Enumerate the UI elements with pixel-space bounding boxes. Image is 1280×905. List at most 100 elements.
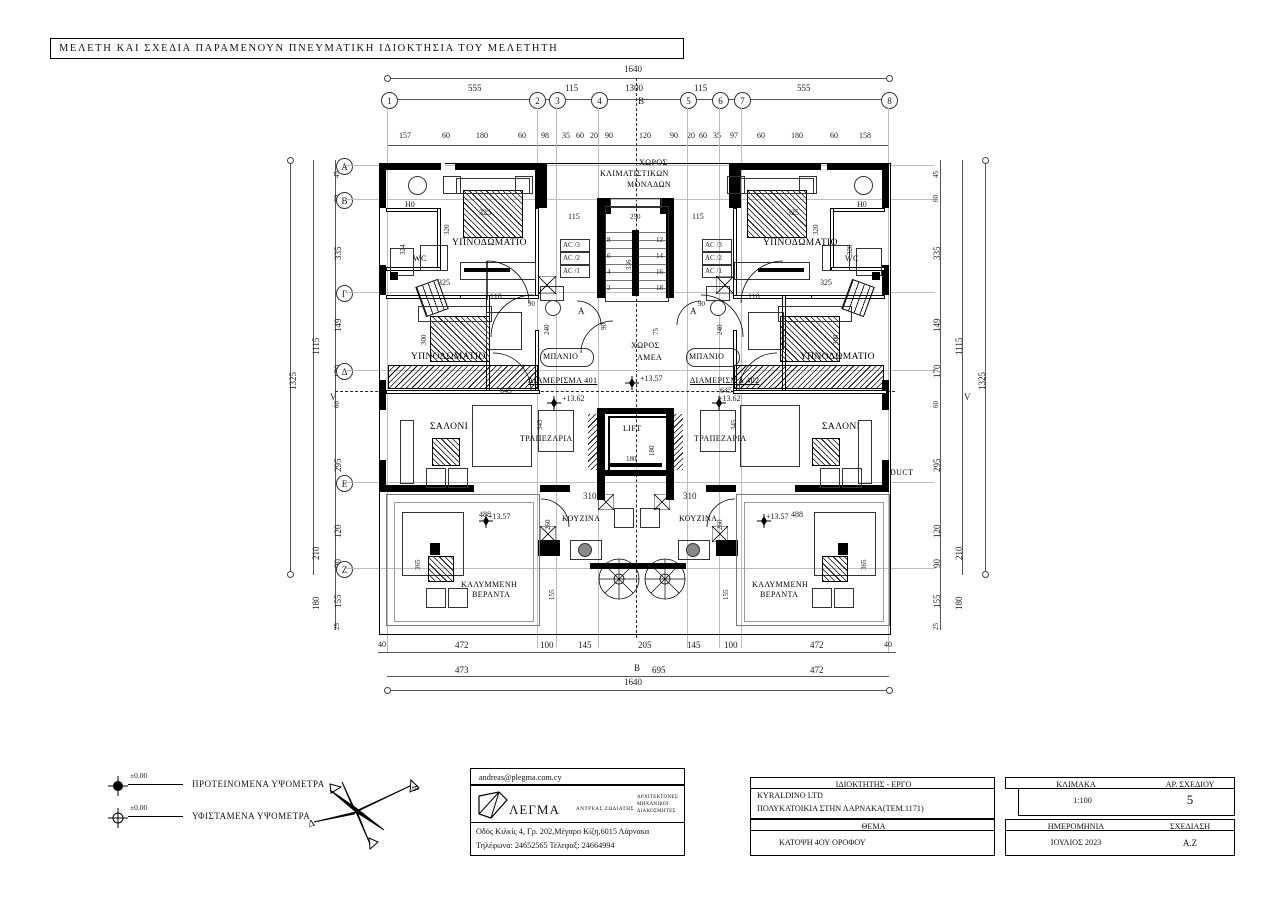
elevation-text-1: +13.62 <box>562 394 585 403</box>
dim-r-60: 60 <box>932 195 940 202</box>
sink-kitchen-left <box>614 508 634 528</box>
sink-kitchen-right <box>640 508 660 528</box>
room-label-kitchen-left: ΚΟΥΖΙΝΑ <box>562 514 601 523</box>
armchair-left-b <box>448 468 468 488</box>
dim-r-295: 295 <box>932 458 942 473</box>
grid-bubble-Z: Z <box>336 561 353 578</box>
dim-bed2-325: 325 <box>438 278 450 287</box>
elevation-marker-5 <box>757 514 771 528</box>
dim-line-top-row3 <box>387 145 889 146</box>
owner-box: KYRALDINO LTD ΠΟΛΥΚΑΤΟΙΚΙΑ ΣΤΗΝ ΛΑΡΝΑΚΑ(… <box>750 789 995 819</box>
veranda-label-left-2: ΒΕΡΑΝΤΑ <box>472 590 511 599</box>
firm-role-1: ΑΡΧΙΤΕΚΤΟΝΕΣ <box>637 795 678 800</box>
balcony-rail-left <box>388 365 538 389</box>
lift-shaft <box>608 416 668 472</box>
dim-line-right-inner <box>940 160 941 630</box>
dim-line-top-overall <box>387 78 889 79</box>
ac-zone-label-2: ΚΛΙΜΑΤΙΣΤΙΚΩΝ <box>600 169 669 178</box>
dim-line-top-row2 <box>387 99 889 100</box>
hob-left <box>570 540 602 560</box>
door-swing-5 <box>700 294 744 338</box>
legend-elev-1: ±0.00 <box>130 771 148 780</box>
dim-bed2-300: 300 <box>420 334 428 346</box>
room-label-dining-left: ΤΡΑΠΕΖΑΡΙΑ <box>520 434 573 443</box>
outdoor-rug-right <box>822 556 848 582</box>
dim-r-170: 170 <box>932 364 942 379</box>
shaft-x-lower-right <box>654 494 670 510</box>
outdoor-chair-right-b <box>834 588 854 608</box>
dim-lift-180-h: 180 <box>626 455 637 463</box>
room-label-living-right: ΣΑΛΟΝΙ <box>822 422 861 432</box>
dim-bed4-325: 325 <box>820 278 832 287</box>
armchair-right-b <box>842 468 862 488</box>
dim-75-core: 75 <box>652 328 660 335</box>
armchair-right-a <box>820 468 840 488</box>
dim-bath-240-left: 240 <box>543 324 551 336</box>
dim-115-right-core: 115 <box>692 212 704 221</box>
dim-l-335: 335 <box>333 246 343 261</box>
grid-bubble-B: B <box>336 192 353 209</box>
dim-t3-12: 60 <box>699 131 707 140</box>
nightstand-3b <box>799 176 817 194</box>
dim-r-60b: 60 <box>932 401 940 408</box>
dim-t3-8: 90 <box>605 131 613 140</box>
date-value-box: ΙΟΥΛΙΟΣ 2023 A.Z <box>1005 831 1235 856</box>
room-label-wc-left: WC <box>413 254 427 263</box>
phones-text: Τηλέφωνα: 24652565 Τέλεφαξ: 24664994 <box>476 841 615 850</box>
door-swing-amea <box>580 320 614 354</box>
section-mark-a-right: A <box>690 306 697 316</box>
dim-bottom-overall: 1640 <box>624 677 642 687</box>
scale-header-text: ΚΛΙΜΑΚΑ <box>1056 780 1096 789</box>
spiral-stair-right <box>644 558 686 600</box>
copyright-text: ΜΕΛΕΤΗ ΚΑΙ ΣΧΕΔΙΑ ΠΑΡΑΜΕΝΟΥΝ ΠΝΕΥΜΑΤΙΚΗ … <box>59 43 559 54</box>
dim-l-25: 25 <box>333 623 341 630</box>
scale-header-box: ΚΛΙΜΑΚΑ ΑΡ. ΣΧΕΔΙΟΥ <box>1005 777 1235 789</box>
door-swing-kitchen-right <box>706 498 736 528</box>
owner-header-text: ΙΔΙΟΚΤΗΤΗΣ - ΕΡΓΟ <box>835 780 912 789</box>
compass-rose-icon: Δ B <box>307 778 420 850</box>
ac-unit-right-1-label: AC /1 <box>705 267 722 275</box>
room-chip-bathroom-left <box>540 348 594 367</box>
dim-r-120: 120 <box>932 524 942 539</box>
burner-left <box>578 543 592 557</box>
grid-bubble-G: Γ <box>336 285 353 302</box>
dim-h0-left: H0 <box>405 200 415 209</box>
nightstand-3a <box>727 176 745 194</box>
dim-l-60b: 60 <box>333 401 341 408</box>
headboard-1 <box>456 178 530 194</box>
firm-role-2: ΜΗΧΑΝΙΚΟΙ <box>637 802 669 807</box>
veranda-label-right-2: ΒΕΡΑΝΤΑ <box>760 590 799 599</box>
outdoor-chair-right-a <box>812 588 832 608</box>
door-swing-core-right <box>676 300 702 326</box>
elevation-marker-2 <box>625 376 639 390</box>
ac-zone-label-3: ΜΟΝΑΔΩΝ <box>627 180 672 189</box>
dim-b1-2: 100 <box>540 640 554 650</box>
dim-t3-7: 20 <box>590 131 598 140</box>
door-swing-core-left <box>576 300 602 326</box>
subject-box: ΚΑΤΟΨΗ 4ΟΥ ΟΡΟΦΟΥ <box>750 831 995 856</box>
dim-left-1115: 1115 <box>311 337 321 355</box>
dim-veranda-488-left: 488 <box>479 510 491 519</box>
dim-bed1-325: 325 <box>479 208 491 217</box>
dim-l-149: 149 <box>333 318 343 333</box>
grid-bubble-1: 1 <box>381 92 398 109</box>
ac-unit-left-1-label: AC /1 <box>563 267 580 275</box>
dim-bed3-325: 325 <box>787 208 799 217</box>
lift-label: LIFT <box>623 424 642 433</box>
dim-win-645-left: 645 <box>500 386 512 395</box>
dining-table-left <box>538 410 574 452</box>
dim-line-right-overall <box>985 160 986 575</box>
dim-line-left-mid <box>313 160 314 575</box>
sink-right <box>706 286 730 301</box>
dim-b1-7: 472 <box>810 640 824 650</box>
dim-top-555-right: 555 <box>797 83 811 93</box>
veranda-right-outline <box>736 494 890 626</box>
designer-header-text: ΣΧΕΔΙΑΣΗ <box>1169 822 1211 831</box>
section-mark-b-top: B <box>638 96 645 106</box>
ac-unit-left-2: AC /2 <box>560 252 590 265</box>
door-swing-kitchen-left <box>540 498 570 528</box>
dim-left-180: 180 <box>311 596 321 611</box>
ac-unit-left-3: AC /3 <box>560 239 590 252</box>
spiral-stair-left <box>598 558 640 600</box>
shower-2 <box>856 248 882 276</box>
